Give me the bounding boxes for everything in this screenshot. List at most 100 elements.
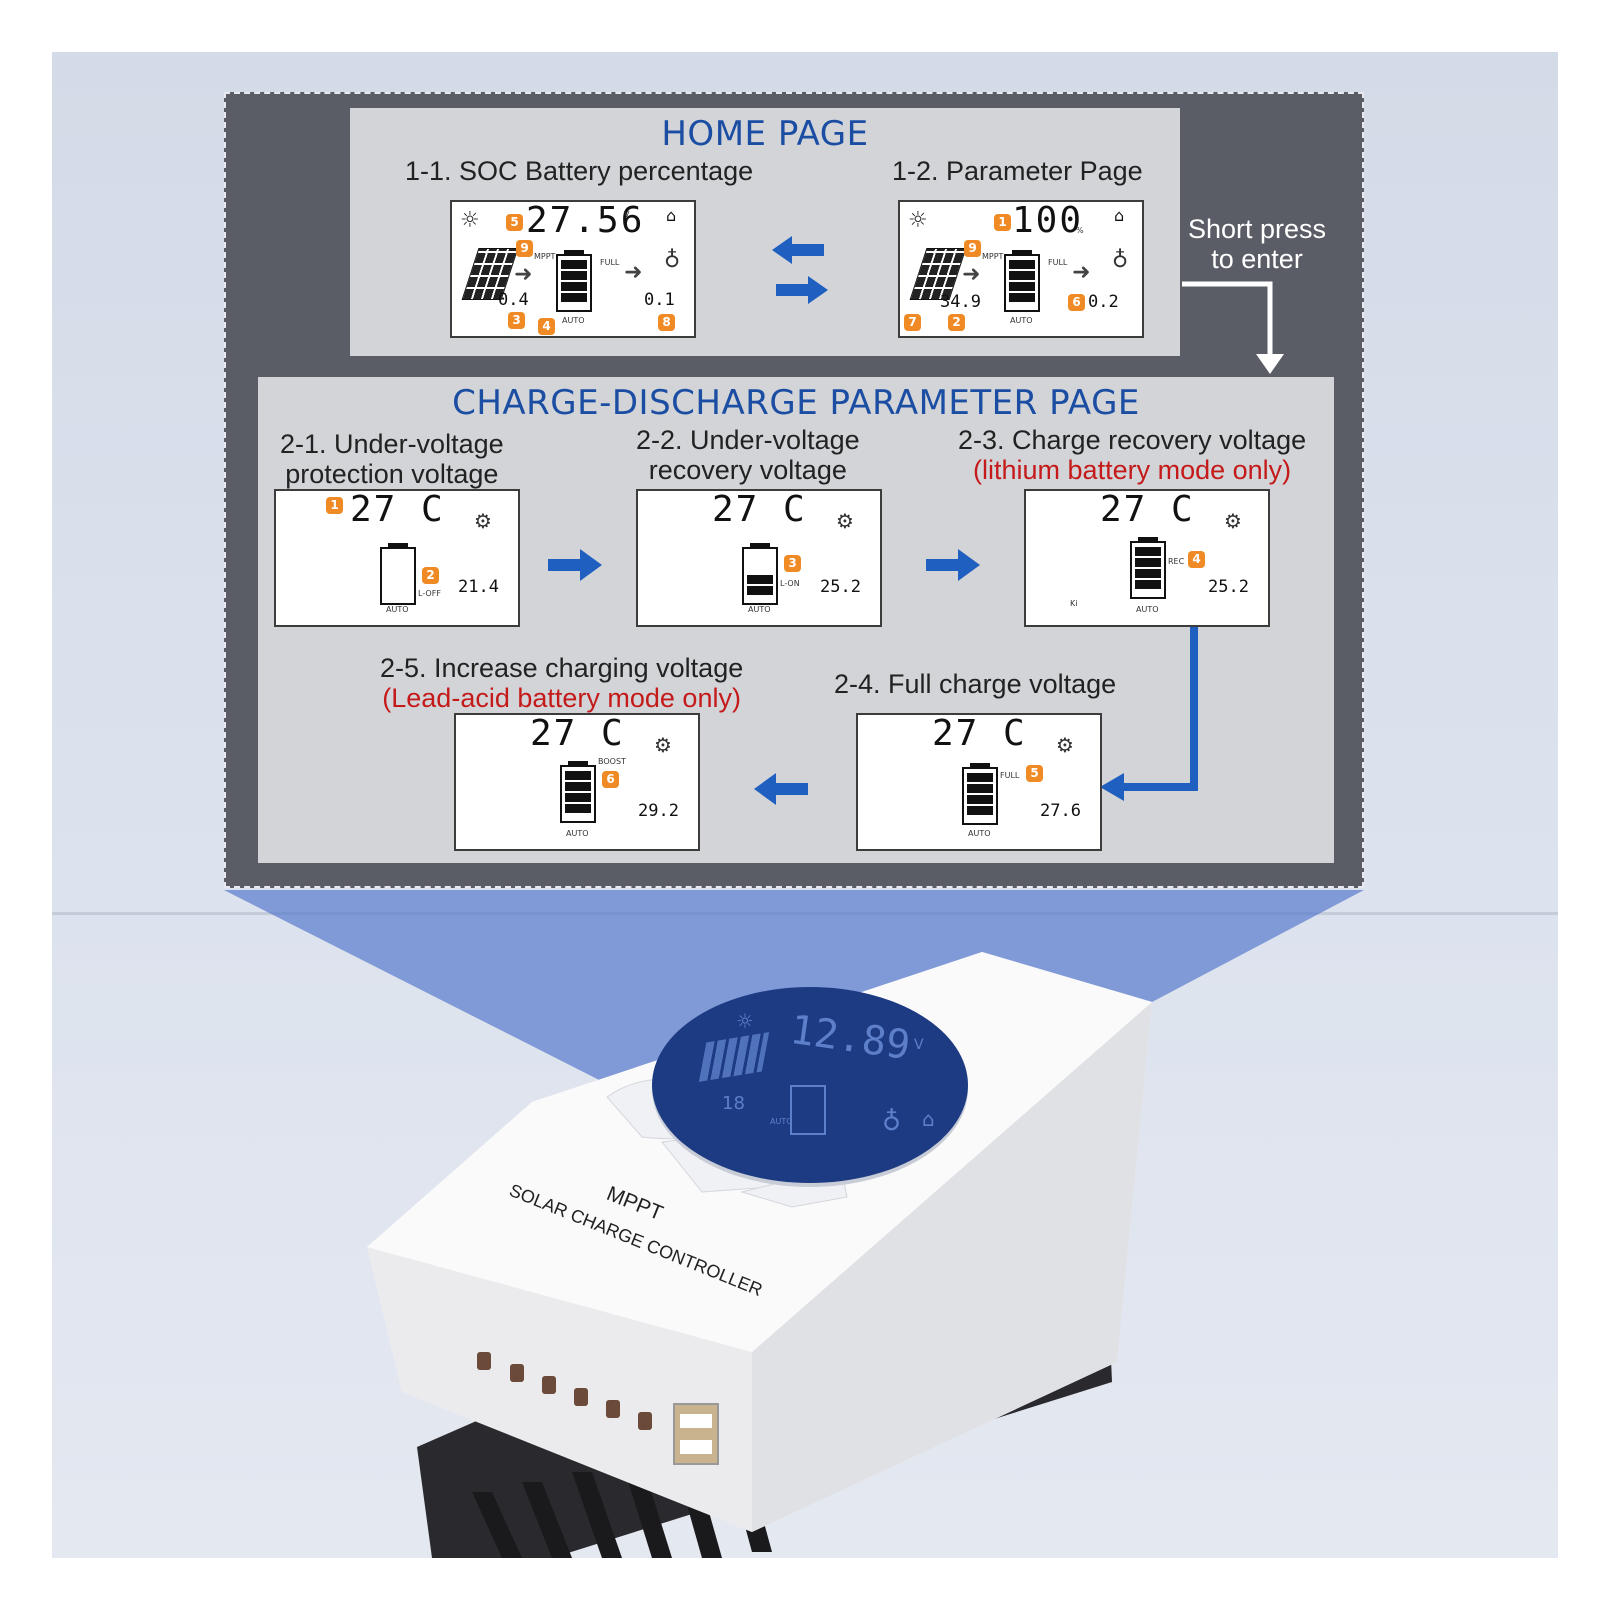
swap-arrows xyxy=(772,236,828,304)
caption-2-5: 2-5. Increase charging voltage (Lead-aci… xyxy=(380,653,743,713)
temperature-readout: 27 C xyxy=(1100,489,1195,530)
lcd-soc-screen: ☼ 5 27.56 V ⌂ 9 MPPT ➜ FULL ➜ ♁ 0.4 0.1 … xyxy=(450,200,696,338)
caption-2-5-note: (Lead-acid battery mode only) xyxy=(382,683,741,713)
caption-2-3-line1: 2-3. Charge recovery voltage xyxy=(958,425,1307,455)
caption-2-1-line1: 2-1. Under-voltage xyxy=(280,429,504,459)
bulb-icon: ♁ xyxy=(1112,248,1129,273)
lcd-boost-voltage: 27 C ⚙ BOOST 6 29.2 AUTO xyxy=(454,713,700,851)
device-voltage-unit: V xyxy=(914,1037,924,1053)
status-tag: REC xyxy=(1168,557,1185,566)
voltage-value: 27.6 xyxy=(1040,801,1081,821)
auto-label: AUTO xyxy=(748,605,771,614)
gear-icon: ⚙ xyxy=(1224,509,1242,533)
cdp-title: CHARGE-DISCHARGE PARAMETER PAGE xyxy=(452,383,1140,423)
auto-label: AUTO xyxy=(968,829,991,838)
discharge-arrow-icon: ➜ xyxy=(624,260,643,285)
auto-label: AUTO xyxy=(562,316,585,325)
badge-2: 2 xyxy=(422,567,439,584)
battery-icon xyxy=(560,761,596,823)
caption-2-5-line1: 2-5. Increase charging voltage xyxy=(380,653,744,683)
badge-3: 3 xyxy=(508,312,525,329)
caption-2-1-line2: protection voltage xyxy=(285,459,499,489)
auto-label: AUTO xyxy=(1010,316,1033,325)
auto-label: AUTO xyxy=(386,605,409,614)
badge-7: 7 xyxy=(904,314,921,331)
badge-6: 6 xyxy=(602,771,619,788)
full-label: FULL xyxy=(1048,258,1068,267)
device-auto-label: AUTO xyxy=(770,1117,793,1126)
battery-icon xyxy=(1004,250,1040,312)
temperature-readout: 27 C xyxy=(530,713,625,754)
soc-voltage-value: 27.56 xyxy=(526,200,645,241)
device-solar-panel-icon xyxy=(698,1032,770,1082)
lcd-full-charge: 27 C ⚙ FULL 5 27.6 AUTO xyxy=(856,713,1102,851)
charge-arrow-icon: ➜ xyxy=(962,262,981,287)
battery-icon xyxy=(1130,537,1166,599)
battery-icon xyxy=(962,763,998,825)
gear-icon: ⚙ xyxy=(1056,733,1074,757)
device-sun-icon: ☼ xyxy=(736,1009,754,1033)
badge-4: 4 xyxy=(1188,551,1205,568)
badge-9: 9 xyxy=(516,240,533,257)
discharge-arrow-icon: ➜ xyxy=(1072,260,1091,285)
auto-label: AUTO xyxy=(1136,605,1159,614)
short-press-line2: to enter xyxy=(1211,244,1303,274)
caption-2-1: 2-1. Under-voltage protection voltage xyxy=(280,429,504,489)
device-round-display: 12.89 V 18 AUTO ☼ ⌂ ♁ xyxy=(652,987,968,1183)
badge-8: 8 xyxy=(658,314,675,331)
battery-icon xyxy=(556,250,592,312)
badge-1: 1 xyxy=(994,214,1011,231)
extra-label: Ki xyxy=(1070,599,1078,608)
home-page-section: HOME PAGE 1-1. SOC Battery percentage 1-… xyxy=(350,108,1180,356)
badge-9: 9 xyxy=(964,240,981,257)
caption-2-2: 2-2. Under-voltage recovery voltage xyxy=(636,425,860,485)
lcd-under-voltage-protection: 1 27 C ⚙ 2 L-OFF 21.4 AUTO xyxy=(274,489,520,627)
caption-2-3-note: (lithium battery mode only) xyxy=(973,455,1292,485)
caption-2-4: 2-4. Full charge voltage xyxy=(834,669,1117,699)
background: 12.89 V 18 AUTO ☼ ⌂ ♁ MPPT SOLAR CHARGE … xyxy=(52,52,1558,1558)
flow-arrow-2 xyxy=(926,549,980,581)
charge-arrow-icon: ➜ xyxy=(514,262,533,287)
charge-discharge-section: CHARGE-DISCHARGE PARAMETER PAGE 2-1. Und… xyxy=(258,377,1334,863)
device-bulb-icon: ♁ xyxy=(882,1107,902,1137)
full-label: FULL xyxy=(600,258,620,267)
load-current-value: 0.1 xyxy=(644,290,675,310)
pv-current-value: 0.4 xyxy=(498,290,529,310)
voltage-value: 21.4 xyxy=(458,577,499,597)
status-tag: BOOST xyxy=(598,757,626,766)
badge-1: 1 xyxy=(326,497,343,514)
enter-arrow xyxy=(1182,281,1284,374)
soc-percent-unit: % xyxy=(1076,226,1084,235)
badge-5: 5 xyxy=(1026,765,1043,782)
auto-label: AUTO xyxy=(566,829,589,838)
badge-4: 4 xyxy=(538,318,555,335)
flow-arrow-4 xyxy=(754,773,808,805)
soc-percent-value: 100 xyxy=(1012,200,1084,241)
caption-2-2-line2: recovery voltage xyxy=(648,455,847,485)
bulb-icon: ♁ xyxy=(664,248,681,273)
badge-5: 5 xyxy=(506,214,523,231)
flow-arrow-3 xyxy=(1100,627,1198,801)
mppt-label: MPPT xyxy=(534,252,556,261)
lcd-charge-recovery: 27 C ⚙ REC 4 25.2 Ki AUTO xyxy=(1024,489,1270,627)
temperature-readout: 27 C xyxy=(712,489,807,530)
voltage-value: 25.2 xyxy=(820,577,861,597)
temperature-readout: 27 C xyxy=(932,713,1027,754)
lcd-parameter-screen: ☼ 1 100 % ⌂ 9 MPPT ➜ FULL ➜ ♁ 34.9 6 0.2… xyxy=(898,200,1144,338)
lcd-under-voltage-recovery: 27 C ⚙ 3 L-ON 25.2 AUTO xyxy=(636,489,882,627)
voltage-value: 25.2 xyxy=(1208,577,1249,597)
gear-icon: ⚙ xyxy=(474,509,492,533)
sun-icon: ☼ xyxy=(908,208,928,233)
caption-1-1: 1-1. SOC Battery percentage xyxy=(405,156,754,186)
device-home-icon: ⌂ xyxy=(922,1107,935,1131)
device-battery-icon xyxy=(790,1085,826,1135)
status-tag: L-OFF xyxy=(418,589,441,598)
gear-icon: ⚙ xyxy=(654,733,672,757)
battery-icon xyxy=(380,543,416,605)
gear-icon: ⚙ xyxy=(836,509,854,533)
battery-icon xyxy=(742,543,778,605)
short-press-note: Short press to enter xyxy=(1188,214,1326,274)
short-press-line1: Short press xyxy=(1188,214,1327,244)
badge-3: 3 xyxy=(784,555,801,572)
device-current-readout: 18 xyxy=(722,1093,745,1114)
